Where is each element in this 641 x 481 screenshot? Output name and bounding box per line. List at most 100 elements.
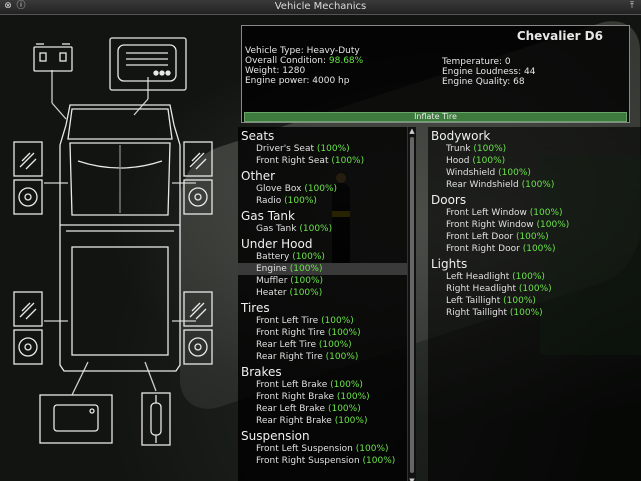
- part-list-item[interactable]: Rear Left Brake (100%): [238, 403, 410, 415]
- front-right-suspension-icon[interactable]: [183, 141, 213, 177]
- part-list-item[interactable]: Front Left Window (100%): [428, 207, 641, 219]
- part-condition: (100%): [321, 316, 354, 326]
- part-list-item[interactable]: Front Left Door (100%): [428, 231, 641, 243]
- vehicle-stats-left: Vehicle Type: Heavy-Duty Overall Conditi…: [245, 46, 363, 86]
- vehicle-diagram: [0, 15, 240, 481]
- scroll-thumb[interactable]: [410, 137, 414, 473]
- temperature-value: 0: [504, 57, 511, 67]
- part-list-item[interactable]: Front Right Seat (100%): [238, 155, 410, 167]
- inflate-tire-button[interactable]: Inflate Tire: [244, 112, 627, 122]
- part-list-item[interactable]: Front Right Tire (100%): [238, 327, 410, 339]
- part-list-item[interactable]: Left Headlight (100%): [428, 271, 641, 283]
- part-name: Rear Left Tire: [256, 340, 317, 350]
- part-list-item[interactable]: Engine (100%): [238, 263, 410, 275]
- pin-icon[interactable]: ⤒: [630, 1, 634, 11]
- engine-loudness-label: Engine Loudness:: [442, 67, 522, 77]
- part-list-item[interactable]: Battery (100%): [238, 251, 410, 263]
- front-left-suspension-icon[interactable]: [13, 141, 43, 177]
- part-condition: (100%): [515, 232, 549, 242]
- close-icon[interactable]: ⊗: [4, 1, 12, 11]
- part-list-item[interactable]: Front Left Brake (100%): [238, 379, 410, 391]
- part-condition: (100%): [331, 156, 365, 166]
- engine-loudness-value: 44: [524, 67, 536, 77]
- part-list-item[interactable]: Hood (100%): [428, 155, 641, 167]
- part-list-item[interactable]: Front Left Tire (100%): [238, 315, 410, 327]
- part-name: Front Right Window: [446, 220, 534, 230]
- part-name: Front Left Brake: [256, 380, 328, 390]
- part-list-item[interactable]: Left Taillight (100%): [428, 295, 641, 307]
- part-name: Hood: [446, 156, 470, 166]
- info-icon[interactable]: ⓘ: [16, 1, 26, 11]
- part-name: Left Taillight: [446, 296, 501, 306]
- part-list-item[interactable]: Muffler (100%): [238, 275, 410, 287]
- part-list-item[interactable]: Front Right Brake (100%): [238, 391, 410, 403]
- engine-quality-label: Engine Quality:: [442, 77, 511, 87]
- weight-value: 1280: [282, 66, 306, 76]
- part-condition: (100%): [498, 168, 531, 178]
- part-condition: (100%): [509, 308, 543, 318]
- part-name: Gas Tank: [256, 224, 297, 234]
- part-list-item[interactable]: Rear Right Brake (100%): [238, 415, 410, 427]
- part-list-item[interactable]: Front Right Window (100%): [428, 219, 641, 231]
- part-list-item[interactable]: Rear Right Tire (100%): [238, 351, 410, 363]
- part-list-item[interactable]: Front Left Suspension (100%): [238, 443, 410, 455]
- mechanics-content: Chevalier D6 Vehicle Type: Heavy-Duty Ov…: [0, 15, 641, 481]
- part-list-item[interactable]: Rear Windshield (100%): [428, 179, 641, 191]
- category-heading: Seats: [241, 129, 275, 143]
- engine-power-value: 4000 hp: [312, 76, 350, 86]
- scroll-down-arrow[interactable]: ▼: [409, 477, 415, 481]
- muffler-icon[interactable]: [141, 392, 171, 446]
- part-name: Heater: [256, 288, 287, 298]
- part-list-item[interactable]: Right Headlight (100%): [428, 283, 641, 295]
- part-list-item[interactable]: Right Taillight (100%): [428, 307, 641, 319]
- part-list-item[interactable]: Glove Box (100%): [238, 183, 410, 195]
- rear-left-suspension-icon[interactable]: [13, 291, 43, 327]
- part-condition: (100%): [536, 220, 570, 230]
- part-name: Front Right Suspension: [256, 456, 360, 466]
- part-condition: (100%): [362, 456, 396, 466]
- part-condition: (100%): [316, 144, 350, 154]
- weight-label: Weight:: [245, 66, 280, 76]
- part-condition: (100%): [522, 244, 556, 254]
- battery-icon[interactable]: [33, 43, 73, 72]
- part-name: Front Left Window: [446, 208, 527, 218]
- part-list-item[interactable]: Front Right Door (100%): [428, 243, 641, 255]
- vehicle-stats-right: Temperature: 0 Engine Loudness: 44 Engin…: [442, 57, 535, 87]
- part-list-item[interactable]: Heater (100%): [238, 287, 410, 299]
- engine-power-label: Engine power:: [245, 76, 310, 86]
- temperature-label: Temperature:: [442, 57, 503, 67]
- front-left-brake-icon[interactable]: [13, 179, 43, 215]
- window-title: Vehicle Mechanics: [274, 1, 367, 12]
- part-condition: (100%): [521, 180, 555, 190]
- part-name: Driver's Seat: [256, 144, 315, 154]
- part-list-item[interactable]: Driver's Seat (100%): [238, 143, 410, 155]
- part-condition: (100%): [304, 184, 338, 194]
- front-right-brake-icon[interactable]: [183, 179, 213, 215]
- part-list-item[interactable]: Gas Tank (100%): [238, 223, 410, 235]
- gas-tank-icon[interactable]: [39, 394, 113, 444]
- part-name: Left Headlight: [446, 272, 510, 282]
- part-condition: (100%): [473, 144, 507, 154]
- part-condition: (100%): [518, 284, 552, 294]
- rear-right-suspension-icon[interactable]: [183, 291, 213, 327]
- category-heading: Brakes: [241, 365, 282, 379]
- part-condition: (100%): [299, 224, 333, 234]
- rear-right-brake-icon[interactable]: [183, 329, 213, 365]
- scroll-up-arrow[interactable]: ▲: [409, 127, 415, 135]
- part-list-item[interactable]: Front Right Suspension (100%): [238, 455, 410, 467]
- parts-scrollbar[interactable]: ▲ ▼: [407, 127, 416, 481]
- part-name: Engine: [256, 264, 287, 274]
- engine-icon[interactable]: [109, 37, 187, 91]
- part-list-item[interactable]: Radio (100%): [238, 195, 410, 207]
- category-heading: Doors: [431, 193, 467, 207]
- part-name: Rear Left Brake: [256, 404, 326, 414]
- vehicle-type-label: Vehicle Type:: [245, 46, 304, 56]
- vehicle-name: Chevalier D6: [516, 29, 603, 43]
- part-list-item[interactable]: Windshield (100%): [428, 167, 641, 179]
- rear-left-brake-icon[interactable]: [13, 329, 43, 365]
- part-list-item[interactable]: Rear Left Tire (100%): [238, 339, 410, 351]
- part-name: Front Left Suspension: [256, 444, 353, 454]
- part-list-item[interactable]: Trunk (100%): [428, 143, 641, 155]
- category-heading: Gas Tank: [241, 209, 295, 223]
